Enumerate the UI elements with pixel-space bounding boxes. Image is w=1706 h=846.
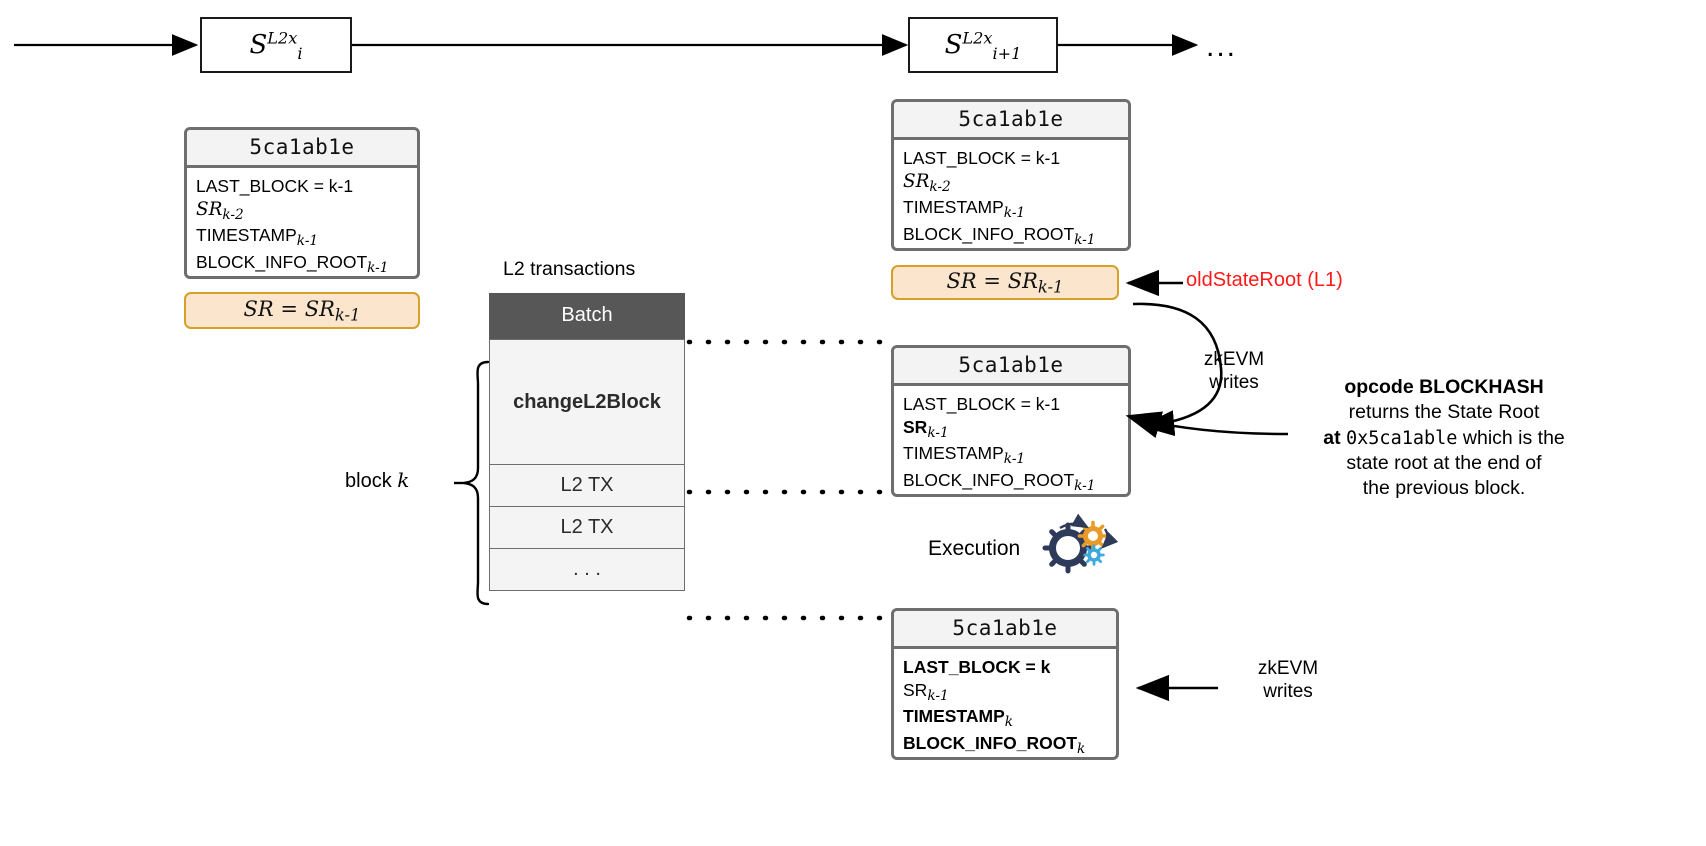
blockhash-line2: returns the State Root xyxy=(1348,401,1540,424)
zkevm-writes-bottom-label: zkEVM writes xyxy=(1240,657,1336,703)
left-scalable-box-header: 5ca1ab1e xyxy=(187,130,417,168)
right-middle-scalable-box-fields: LAST_BLOCK = k-1 SRk-1 TIMESTAMPk-1 BLOC… xyxy=(894,386,1128,494)
zkevm-writes-bottom-line2: writes xyxy=(1263,681,1313,703)
batch-row-ellipsis[interactable]: . . . xyxy=(489,549,685,591)
batch-row-l2tx-2[interactable]: L2 TX xyxy=(489,507,685,549)
state-box-i-plus-1: SL2xi+1 xyxy=(908,17,1058,73)
right-middle-scalable-box-header: 5ca1ab1e xyxy=(894,348,1128,386)
execution-label: Execution xyxy=(928,537,1021,560)
field-block-info-root: BLOCK_INFO_ROOTk-1 xyxy=(903,469,1096,494)
field-block-info-root: BLOCK_INFO_ROOTk-1 xyxy=(903,223,1096,248)
blockhash-explanation: opcode BLOCKHASH returns the State Root … xyxy=(1294,375,1594,502)
right-top-scalable-box-header: 5ca1ab1e xyxy=(894,102,1128,140)
field-last-block: LAST_BLOCK = k-1 xyxy=(903,148,1061,168)
gears-icon xyxy=(1042,513,1119,574)
blockhash-to-sr-arrow xyxy=(1125,411,1289,438)
chain-ellipsis: ... xyxy=(1206,30,1238,63)
block-k-label: block k xyxy=(345,468,410,492)
zkevm-writes-bottom-arrow xyxy=(1135,674,1218,702)
old-state-root-label: oldStateRoot (L1) xyxy=(1186,269,1343,291)
field-timestamp: TIMESTAMPk-1 xyxy=(903,443,1026,468)
batch-title: L2 transactions xyxy=(503,258,636,280)
zkevm-writes-top-label: zkEVM writes xyxy=(1186,348,1282,394)
blockhash-title: opcode BLOCKHASH xyxy=(1344,376,1544,398)
blockhash-line3: at 0x5ca1able which is the xyxy=(1323,426,1565,449)
right-top-scalable-box-fields: LAST_BLOCK = k-1 SRk-2 TIMESTAMPk-1 BLOC… xyxy=(894,140,1128,248)
batch-row-changeL2Block[interactable]: changeL2Block xyxy=(489,339,685,465)
state-box-i: SL2xi xyxy=(200,17,352,73)
zkevm-writes-bottom-line1: zkEVM xyxy=(1257,658,1319,679)
batch-table: Batch changeL2Block L2 TX L2 TX . . . xyxy=(489,293,685,591)
right-top-scalable-box: 5ca1ab1e LAST_BLOCK = k-1 SRk-2 TIMESTAM… xyxy=(891,99,1131,251)
field-sr: SRk-1 xyxy=(903,679,949,704)
state-box-i-label: SL2xi xyxy=(249,28,303,64)
batch-row-l2tx-1[interactable]: L2 TX xyxy=(489,465,685,507)
right-bottom-scalable-box-fields: LAST_BLOCK = k SRk-1 TIMESTAMPk BLOCK_IN… xyxy=(894,649,1116,757)
field-block-info-root: BLOCK_INFO_ROOTk xyxy=(903,732,1086,757)
top-chain-arrows xyxy=(14,34,1199,56)
zkevm-writes-top-line1: zkEVM xyxy=(1203,349,1265,370)
zkevm-writes-top-line2: writes xyxy=(1209,372,1259,394)
old-state-root-arrow xyxy=(1125,269,1183,297)
field-block-info-root: BLOCK_INFO_ROOTk-1 xyxy=(196,251,389,276)
left-scalable-box-fields: LAST_BLOCK = k-1 SRk-2 TIMESTAMPk-1 BLOC… xyxy=(187,168,417,276)
old-state-root-value: SR = SRk-1 xyxy=(946,268,1064,297)
field-last-block: LAST_BLOCK = k xyxy=(903,657,1051,677)
field-timestamp: TIMESTAMPk-1 xyxy=(903,197,1026,222)
left-scalable-box: 5ca1ab1e LAST_BLOCK = k-1 SRk-2 TIMESTAM… xyxy=(184,127,420,279)
field-timestamp: TIMESTAMPk-1 xyxy=(196,225,319,250)
blockhash-line4: state root at the end of xyxy=(1346,452,1542,475)
field-sr: SRk-2 xyxy=(196,198,244,223)
state-box-i-plus-1-label: SL2xi+1 xyxy=(944,28,1022,64)
block-brace xyxy=(454,360,490,606)
dotted-connectors xyxy=(686,339,893,621)
zkevm-writes-curved-arrow xyxy=(1132,302,1223,437)
field-last-block: LAST_BLOCK = k-1 xyxy=(196,176,354,196)
blockhash-line5: the previous block. xyxy=(1362,477,1526,500)
field-last-block: LAST_BLOCK = k-1 xyxy=(903,394,1061,414)
field-timestamp: TIMESTAMPk xyxy=(903,706,1014,731)
field-sr: SRk-2 xyxy=(903,170,951,195)
right-middle-scalable-box: 5ca1ab1e LAST_BLOCK = k-1 SRk-1 TIMESTAM… xyxy=(891,345,1131,497)
right-bottom-scalable-box-header: 5ca1ab1e xyxy=(894,611,1116,649)
left-state-root-label: SR = SRk-1 xyxy=(243,296,361,325)
field-sr: SRk-1 xyxy=(903,416,949,441)
batch-header: Batch xyxy=(489,293,685,339)
old-state-root-box: SR = SRk-1 xyxy=(891,265,1119,300)
left-state-root-box: SR = SRk-1 xyxy=(184,292,420,329)
right-bottom-scalable-box: 5ca1ab1e LAST_BLOCK = k SRk-1 TIMESTAMPk… xyxy=(891,608,1119,760)
